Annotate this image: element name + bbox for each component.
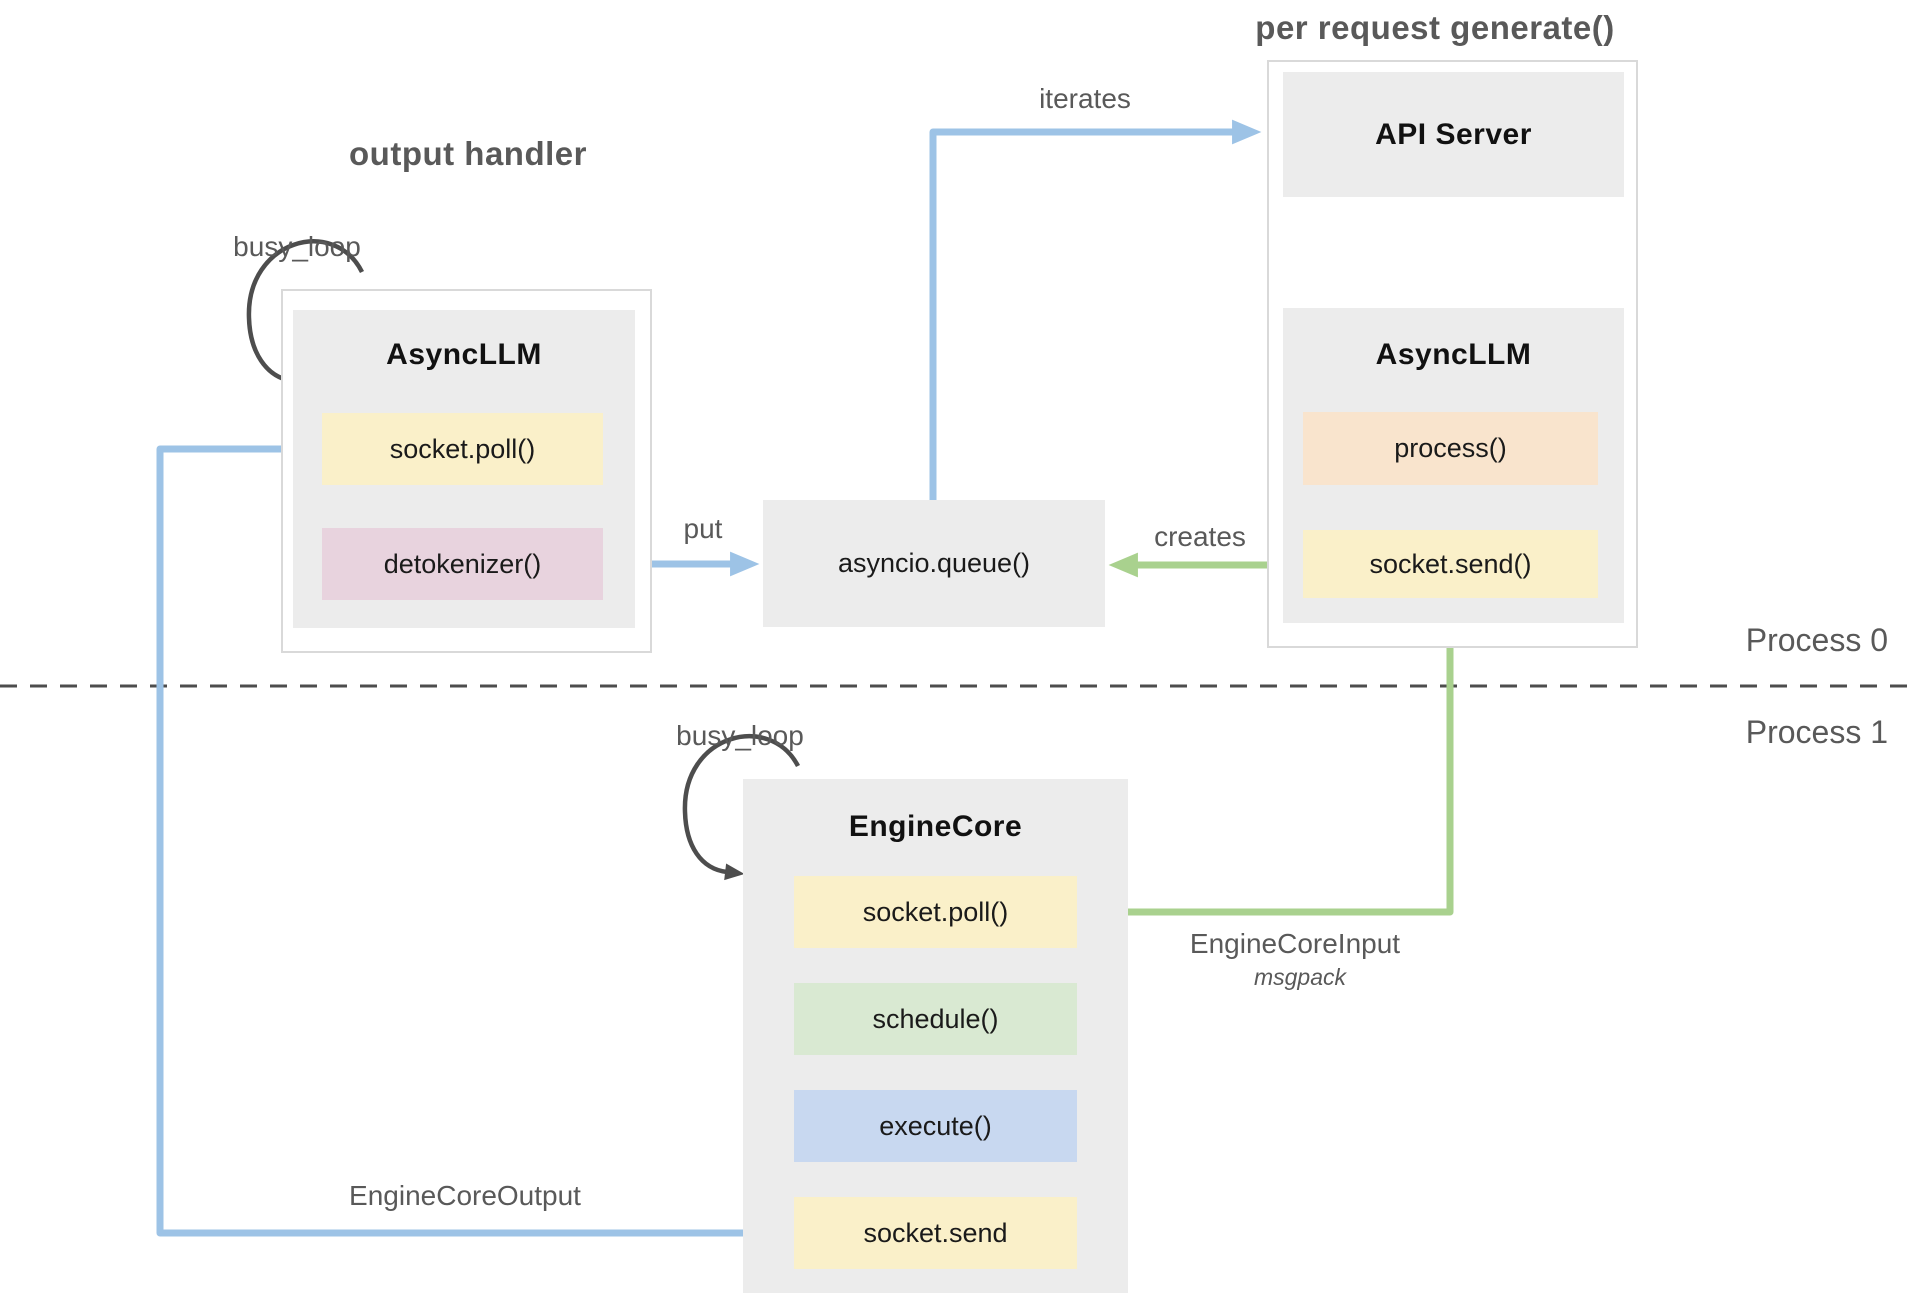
per-request-generate-title: per request generate() (1255, 9, 1615, 46)
iterates-arrow (929, 119, 1262, 500)
engine-core-title: EngineCore (848, 810, 1023, 843)
creates-label: creates (1154, 521, 1246, 552)
iterates-label: iterates (1039, 83, 1131, 114)
engine-core-execute-method: execute() (794, 1090, 1077, 1162)
asyncllm-right-title: AsyncLLM (1375, 338, 1532, 371)
engine-core-input-label: EngineCoreInput (1189, 928, 1401, 959)
asyncllm-left-detokenizer-method: detokenizer() (322, 528, 603, 600)
asyncllm-left-title: AsyncLLM (386, 338, 542, 371)
asyncio-queue-box: asyncio.queue() (763, 500, 1105, 627)
engine-core-socket-poll-method: socket.poll() (794, 876, 1077, 948)
msgpack-label: msgpack (1253, 964, 1347, 990)
asyncllm-left-socket-poll-method: socket.poll() (322, 413, 603, 485)
process-1-label: Process 1 (1745, 714, 1888, 750)
engine-core-socket-send-method: socket.send (794, 1197, 1077, 1269)
engine-core-output-label: EngineCoreOutput (349, 1180, 581, 1211)
output-handler-title: output handler (349, 135, 587, 172)
put-label: put (683, 513, 723, 544)
api-server-box: API Server (1283, 72, 1624, 197)
asyncllm-right-socket-send-method: socket.send() (1303, 530, 1598, 598)
asyncllm-right-process-method: process() (1303, 412, 1598, 485)
engine-core-schedule-method: schedule() (794, 983, 1077, 1055)
process-0-label: Process 0 (1745, 622, 1888, 658)
busy-loop-label-enginecore: busy_loop (676, 720, 804, 751)
busy-loop-label-asyncllm: busy_loop (233, 231, 361, 262)
api-server-title: API Server (1375, 117, 1532, 151)
